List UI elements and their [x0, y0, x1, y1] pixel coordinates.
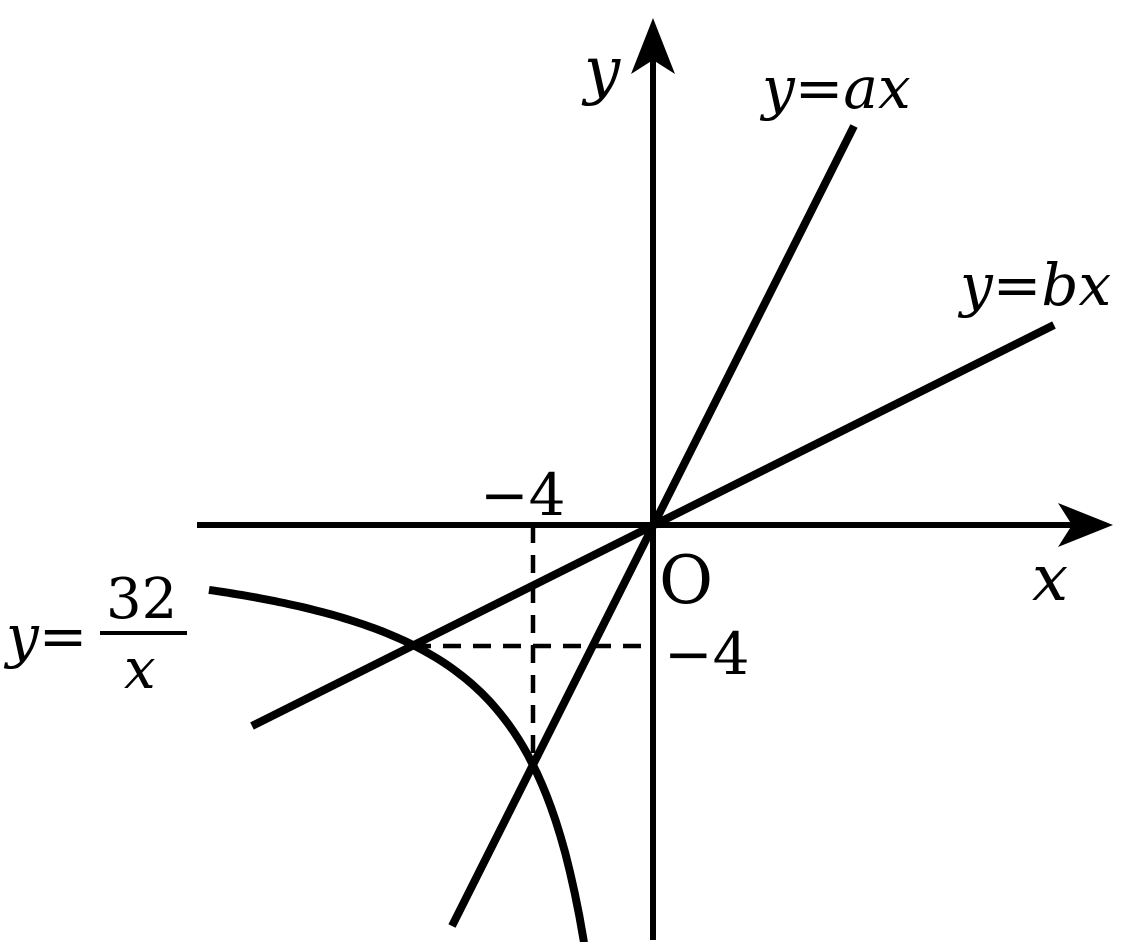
- hyperbola-label-numerator: 32: [106, 567, 177, 632]
- x-axis-arrowhead: [1058, 503, 1113, 547]
- hyperbola-curve: [208, 585, 588, 942]
- x-axis-label: x: [1032, 542, 1068, 616]
- hyperbola-label-prefix: y=: [3, 602, 87, 670]
- y-tick-label-neg4: −4: [664, 620, 750, 688]
- hyperbola-label: y= 32 x: [3, 567, 187, 702]
- hyperbola-label-denominator: x: [124, 637, 156, 702]
- line-a-label: y=ax: [759, 54, 911, 122]
- line-y-bx: [250, 321, 1056, 730]
- y-axis-label: y: [581, 34, 621, 108]
- origin-label: O: [659, 542, 713, 619]
- y-axis-arrowhead: [631, 18, 675, 74]
- x-tick-label-neg4: −4: [480, 461, 566, 529]
- line-b-label: y=bx: [957, 251, 1111, 319]
